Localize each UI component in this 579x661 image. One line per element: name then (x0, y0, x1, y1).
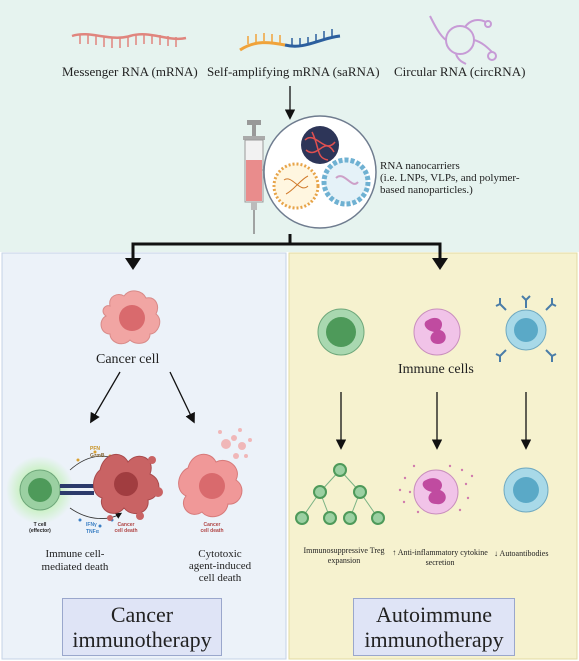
nanocarrier-label: RNA nanocarriers (i.e. LNPs, VLPs, and p… (380, 160, 520, 196)
cytotoxic-cancer-cell-icon (178, 428, 252, 518)
t-cell-label-line2: (effector) (29, 528, 51, 534)
nanocarrier-icon (262, 115, 377, 229)
sarna-label: Self-amplifying mRNA (saRNA) (207, 64, 380, 79)
cytokine-line2: secretion (425, 558, 455, 567)
cancer-immunotherapy-label: Cancer immunotherapy (72, 602, 211, 652)
cancer-death-1-line2: cell death (114, 528, 138, 534)
ifng-label: IFNγ (86, 522, 97, 528)
mrna-icon (71, 33, 187, 48)
cancer-box-line2: immunotherapy (72, 627, 212, 652)
cancer-cell-icon (100, 290, 161, 345)
neutrophil-icon (413, 308, 461, 356)
treg-expansion-icon (295, 463, 385, 525)
cytotoxic-line2: agent-induced (188, 560, 252, 572)
cancer-death-2-line1: Cancer (203, 522, 221, 528)
mrna-label: Messenger RNA (mRNA) (62, 64, 198, 79)
autoimmune-box-line2: immunotherapy (364, 627, 504, 652)
b-cell-reduced-icon (503, 467, 549, 513)
autoimmune-immunotherapy-box: Autoimmune immunotherapy (353, 598, 515, 656)
syringe-icon (243, 120, 265, 234)
t-cell-label-line1: T cell (33, 522, 47, 528)
sarna-icon (239, 29, 341, 52)
gzmb-label: GzmB (90, 453, 105, 459)
autoimmune-box-line1: Autoimmune (375, 602, 493, 627)
immune-death-line1: Immune cell- (45, 548, 105, 560)
cytokine-label: ↑ Anti-inflammatory cytokine secretion (388, 548, 492, 568)
autoimmune-immunotherapy-label: Autoimmune immunotherapy (364, 602, 503, 652)
cancer-immunotherapy-box: Cancer immunotherapy (62, 598, 222, 656)
nanocarrier-line2: (i.e. LNPs, VLPs, and polymer- (380, 172, 520, 184)
pfn-label: PFN (90, 446, 100, 452)
autoantibodies-label: ↓ Autoantibodies (494, 549, 549, 558)
cytokine-line1: ↑ Anti-inflammatory cytokine (392, 548, 488, 557)
t-cell-label: T cell (effector) (22, 522, 58, 534)
arrow-to-immune-death (90, 371, 121, 424)
tnfa-label: TNFα (86, 529, 99, 535)
nanocarrier-title: RNA nanocarriers (380, 160, 460, 172)
immune-death-label: Immune cell- mediated death (20, 548, 130, 574)
circrna-label: Circular RNA (circRNA) (394, 64, 526, 79)
cancer-death-label-2: Cancer cell death (194, 522, 230, 534)
immune-death-line2: mediated death (41, 561, 109, 573)
cancer-cell-label: Cancer cell (96, 352, 160, 367)
t-cell-icon (6, 456, 74, 524)
cytotoxic-line3: cell death (198, 572, 242, 584)
cancer-box-line1: Cancer (110, 602, 174, 627)
treg-label: Immunosuppressive Treg expansion (292, 546, 396, 566)
immune-cells-label: Immune cells (398, 362, 474, 377)
dying-cancer-cell-icon (93, 454, 163, 521)
treg-line2: expansion (327, 556, 361, 565)
cytotoxic-death-label: Cytotoxic agent-induced cell death (170, 548, 270, 584)
treg-line1: Immunosuppressive Treg (303, 546, 385, 555)
cytokine-secretion-icon (398, 464, 474, 515)
branch-arrow (131, 234, 442, 262)
t-cell-autoimmune-icon (317, 308, 365, 356)
b-cell-icon (495, 295, 557, 362)
cytotoxic-line1: Cytotoxic (198, 548, 242, 560)
cancer-death-label-1: Cancer cell death (108, 522, 144, 534)
cancer-death-1-line1: Cancer (117, 522, 135, 528)
cancer-death-2-line2: cell death (200, 528, 224, 534)
nanocarrier-line3: based nanoparticles.) (380, 184, 473, 196)
circrna-icon (429, 15, 497, 65)
arrow-to-cytotoxic-death (169, 371, 195, 424)
